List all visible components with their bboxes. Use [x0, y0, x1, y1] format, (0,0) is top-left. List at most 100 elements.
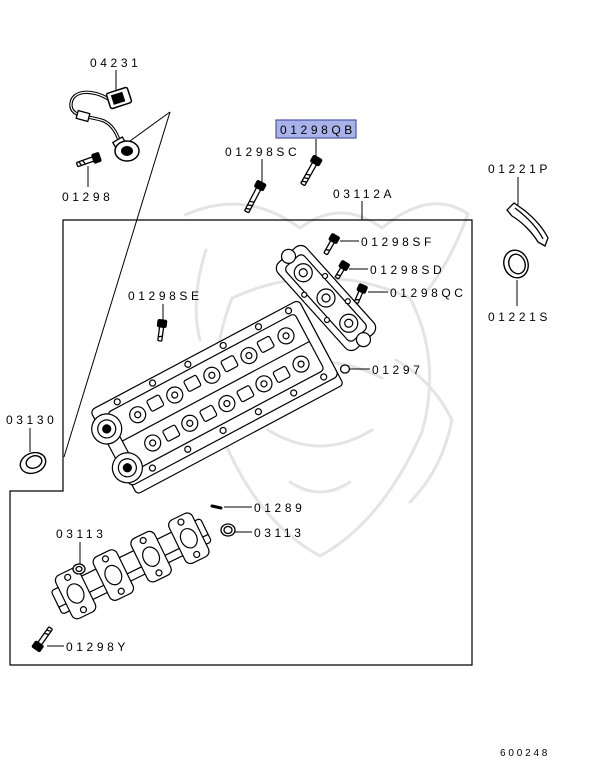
gasket-outline [506, 202, 549, 247]
gasket-inner-edge [514, 207, 544, 240]
bolt-boss [290, 389, 298, 397]
sensor-callout-line [63, 111, 171, 458]
part-label-04231[interactable]: 04231 [90, 56, 141, 70]
bolt-boss [219, 341, 227, 350]
valve-pocket [183, 374, 202, 392]
plug-face [223, 525, 233, 535]
front-cam-bore-center [122, 463, 132, 473]
bolt-shank [157, 326, 165, 342]
highlight-box-01298qb[interactable] [275, 119, 357, 139]
bearing-cap-bolt [155, 569, 163, 577]
bolt-thread [249, 200, 255, 203]
bolt-01298sc[interactable] [242, 180, 267, 214]
gasket-01221p[interactable] [506, 202, 549, 247]
bolt-01298qb[interactable] [299, 154, 323, 187]
camshaft-cap-lower[interactable] [46, 508, 216, 624]
part-label-03112a[interactable]: 03112A [333, 187, 395, 201]
bearing-cap-bolt [117, 587, 125, 595]
cam-journal-bore [134, 411, 142, 419]
bearing-cap-bore [104, 564, 123, 586]
plug-03113-left[interactable] [72, 563, 86, 575]
bolt-boss [184, 360, 192, 368]
bolt-boss [148, 379, 157, 387]
bolt-01298y[interactable] [31, 625, 55, 653]
part-label-01298sd[interactable]: 01298SD [370, 263, 445, 277]
bolt-boss [184, 445, 192, 453]
bolt-thread [355, 298, 360, 301]
bolt-thread [305, 173, 311, 176]
part-label-01298qb[interactable]: 01298QB [280, 123, 356, 137]
cap-end-boss [355, 332, 372, 348]
watermark-side-guard [194, 248, 208, 342]
watermark-side-guard [394, 358, 454, 504]
part-label-01297[interactable]: 01297 [372, 363, 423, 377]
part-label-01289[interactable]: 01289 [254, 501, 305, 515]
bolt-head [91, 152, 102, 164]
part-label-01298sc[interactable]: 01298SC [225, 145, 300, 159]
bolt-shank [37, 626, 53, 646]
part-label-03113-right[interactable]: 03113 [254, 526, 304, 540]
valve-pocket [146, 394, 165, 412]
bearing-cap-bolt [79, 606, 88, 614]
bearing-cap-bolt [139, 536, 147, 545]
bearing-cap-bolt [64, 573, 72, 581]
watermark-chin [288, 480, 352, 494]
cam-journal-bore [282, 332, 290, 340]
bearing-cap-bore [142, 546, 161, 567]
cylinder-head[interactable] [82, 300, 343, 500]
part-label-01298[interactable]: 01298 [62, 190, 113, 204]
part-label-01298y[interactable]: 01298Y [66, 640, 129, 654]
crank-sensor-assembly[interactable] [69, 86, 140, 162]
valve-pocket [162, 424, 181, 442]
part-label-01298sf[interactable]: 01298SF [361, 235, 435, 249]
bolt-01298se[interactable] [155, 318, 168, 342]
bolt-head [254, 180, 267, 192]
bolt-shank [323, 240, 335, 256]
plug-face [75, 565, 83, 573]
bolt-thread [46, 629, 52, 632]
oil-seal-03130[interactable] [17, 449, 48, 477]
bearing-cap-bolt [101, 555, 110, 563]
cap-journal-bore [298, 268, 308, 278]
assembly-frame [9, 219, 473, 666]
bolt-boss [254, 408, 262, 416]
part-label-01298qc[interactable]: 01298QC [390, 286, 467, 300]
bolt-boss [219, 426, 227, 435]
bolt-01298sf[interactable] [322, 233, 340, 256]
plug-03113-right[interactable] [220, 523, 236, 537]
cap-bolt-hole [344, 298, 351, 305]
bolt-head [356, 283, 368, 294]
oil-seal-01221s[interactable] [500, 247, 532, 282]
seal-inner [508, 253, 526, 275]
plug-01297[interactable] [339, 364, 351, 374]
bolt-thread [325, 248, 330, 252]
bolt-head [310, 154, 323, 167]
part-label-01298se[interactable]: 01298SE [128, 289, 203, 303]
bolt-01298[interactable] [76, 152, 102, 168]
seal-inner [25, 455, 43, 469]
camshaft-cap-upper[interactable] [270, 238, 383, 357]
bolt-head [338, 260, 350, 271]
cam-journal-bore [171, 391, 179, 399]
bolt-boss [254, 323, 263, 331]
cam-journal-bore [186, 419, 194, 427]
bearing-cap-bolt [193, 550, 201, 559]
valve-pocket [236, 385, 255, 403]
bolt-thread [336, 274, 341, 277]
bolt-head [328, 233, 340, 244]
part-label-01221p[interactable]: 01221P [488, 162, 551, 176]
pin-01289[interactable] [210, 504, 223, 510]
bolt-thread [158, 335, 163, 338]
sensor-tip [121, 146, 133, 156]
valve-pocket [220, 355, 239, 373]
front-cam-bore-center [102, 424, 112, 434]
cam-journal-bore [149, 439, 157, 447]
part-label-01221s[interactable]: 01221S [488, 310, 551, 324]
part-label-03113-left[interactable]: 03113 [56, 527, 106, 541]
bolt-head [156, 318, 168, 329]
part-label-03130[interactable]: 03130 [6, 413, 57, 427]
cap-end-boss [280, 248, 297, 264]
figure-number: 600248 [500, 748, 550, 759]
bolt-boss [113, 398, 121, 406]
bolt-01298sd[interactable] [333, 260, 350, 280]
